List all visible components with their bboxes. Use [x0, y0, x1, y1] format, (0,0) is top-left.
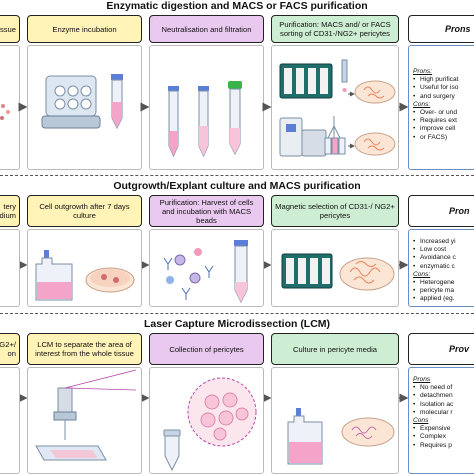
s2-pron-3: Avoidance c	[413, 254, 474, 262]
s2-step2-header: Purification: Harvest of cells and incub…	[149, 195, 264, 227]
s1-cons-label: Cons:	[413, 100, 431, 108]
s1-con-2: Requires ext	[413, 117, 474, 125]
s1-con-1: Over- or und	[413, 109, 474, 117]
s3-step2-header: Collection of pericytes	[149, 333, 264, 365]
s3-pros-cons-panel: Prons No need of detachmen Isolation ac …	[408, 367, 474, 474]
s1-con-3: improve cell	[413, 125, 474, 133]
s3-cons-label: Cons	[413, 417, 429, 425]
s3-pros-header: Prov	[408, 333, 474, 365]
s2-con-3: applied (eg.	[413, 295, 474, 303]
s3-left-label: NG2+/ on	[0, 333, 20, 365]
s3-left-label-line1: NG2+/	[0, 340, 16, 349]
shaker-incubator-icon	[41, 75, 101, 129]
culture-flask-icon	[35, 250, 73, 301]
s3-prons-label: Prons	[413, 376, 431, 383]
s2-pron-1: Increased yi	[413, 238, 474, 246]
separator-1	[0, 175, 474, 176]
tube-1-icon	[168, 86, 179, 158]
s2-cons-label: Cons:	[413, 270, 431, 278]
s2-step1-header: Cell outgrowth after 7 days culture	[27, 195, 142, 227]
s1-prons-label: Prons:	[413, 68, 433, 75]
culture-flask-icon	[287, 408, 323, 465]
s1-pron-3: and surgery	[413, 93, 474, 101]
s3-pros-cons-text: Prons No need of detachmen Isolation ac …	[413, 376, 474, 450]
s2-step3-header: Magnetic selection of CD31-/ NG2+ pericy…	[271, 195, 399, 227]
s3-pron-1: No need of	[413, 384, 474, 392]
s3-con-1: Expensive	[413, 425, 474, 433]
s1-step2-header: Neutralisation and filtration	[149, 15, 264, 43]
s1-left-panel	[0, 45, 20, 170]
s2-pros-cons-text: Increased yi Low cost Avoidance c enzyma…	[413, 238, 474, 304]
separator-2	[0, 313, 474, 314]
s2-harvest-panel	[149, 229, 264, 307]
s2-pros-header: Pron	[408, 195, 474, 227]
s2-pros-cons-panel: Increased yi Low cost Avoidance c enzyma…	[408, 229, 474, 307]
s2-left-label-line1: tery	[3, 202, 16, 211]
eppendorf-tube-icon	[163, 429, 181, 472]
s1-neutralisation-panel	[149, 45, 264, 170]
s1-con-4: or FACS)	[413, 134, 474, 142]
s2-con-2: pericyte ma	[413, 287, 474, 295]
column-icon	[341, 59, 348, 92]
section1-title: Enzymatic digestion and MACS or FACS pur…	[106, 0, 368, 12]
s3-pron-2: detachmen	[413, 392, 474, 400]
s3-con-2: Complex	[413, 433, 474, 441]
macs-separator-icon	[279, 63, 333, 99]
laser-icon	[53, 369, 137, 440]
s2-left-label-line2: dium	[0, 211, 16, 220]
pericyte-dish-icon	[339, 257, 395, 291]
petri-dish-cells-icon-2	[354, 132, 396, 156]
s3-pron-4: molecular r	[413, 409, 474, 417]
explant-dish-icon	[85, 267, 135, 293]
s3-con-3: Requires p	[413, 442, 474, 450]
tube-2-icon	[198, 86, 209, 158]
s3-step3-header: Culture in pericyte media	[271, 333, 399, 365]
tissue-slide-icon	[35, 445, 107, 461]
s1-pron-1: High purificat	[413, 76, 474, 84]
section3-title: Laser Capture Microdissection (LCM)	[143, 318, 331, 330]
tissue-cells-icon	[0, 104, 10, 120]
s2-outgrowth-panel	[27, 229, 142, 307]
s1-pros-cons-text: Prons: High purificat Useful for iso and…	[413, 68, 474, 142]
s3-pron-3: Isolation ac	[413, 401, 474, 409]
s1-pros-header: Prons	[408, 15, 474, 43]
s1-pron-2: Useful for iso	[413, 84, 474, 92]
falcon-tube-icon	[111, 74, 123, 130]
magnified-cells-icon	[187, 377, 257, 447]
s3-culture-panel	[271, 367, 399, 474]
filter-tube-icon	[228, 81, 242, 156]
tube-icon	[234, 240, 248, 304]
s3-left-panel	[0, 367, 20, 474]
s3-left-label-line2: on	[7, 349, 16, 358]
s3-collection-panel	[149, 367, 264, 474]
s2-left-panel	[0, 229, 20, 307]
section2-title: Outgrowth/Explant culture and MACS purif…	[113, 180, 361, 192]
facs-sorter-icon	[279, 117, 327, 157]
s2-pron-2: Low cost	[413, 246, 474, 254]
s1-left-label: issue	[0, 15, 20, 43]
s2-pron-4: enzymatic c	[413, 263, 474, 271]
s1-enzyme-panel	[27, 45, 142, 170]
pericyte-culture-dish-icon	[341, 417, 395, 447]
macs-beads-icon	[163, 248, 214, 300]
s1-pros-cons-panel: Prons: High purificat Useful for iso and…	[408, 45, 474, 170]
s1-step3-header: Purification: MACS and/ or FACS sorting …	[271, 15, 399, 43]
s3-lcm-panel	[27, 367, 142, 474]
sorting-stream-icon	[324, 116, 346, 155]
s2-con-1: Heterogene	[413, 279, 474, 287]
s2-magnetic-panel	[271, 229, 399, 307]
petri-dish-cells-icon	[354, 80, 396, 104]
macs-separator-icon	[281, 253, 333, 289]
s1-purification-panel	[271, 45, 399, 170]
s1-step1-header: Enzyme incubation	[27, 15, 142, 43]
s3-step1-header: LCM to separate the area of interest fro…	[27, 333, 142, 365]
s2-left-label: tery dium	[0, 195, 20, 227]
